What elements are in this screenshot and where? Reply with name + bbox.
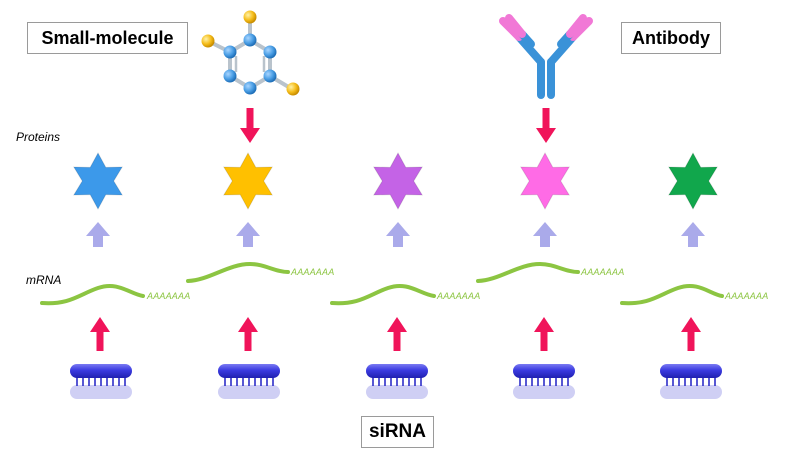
sirna-passenger-strand [218, 385, 280, 399]
sirna-guide-strand [513, 364, 575, 378]
sirna-passenger-strand [660, 385, 722, 399]
sirna-passenger-strand [366, 385, 428, 399]
sirna-label: siRNA [361, 416, 434, 448]
sirna-arrows [90, 317, 701, 351]
sirna-arrow [534, 317, 554, 351]
inhibition-arrow-antibody [536, 108, 556, 143]
sirna-arrow [238, 317, 258, 351]
translation-arrow [386, 222, 410, 247]
mrna-strand [330, 284, 436, 306]
sirna-guide-strand [218, 364, 280, 378]
sirna-duplex-icon [660, 364, 722, 399]
poly-a-tail: AAAAAAA [436, 291, 480, 301]
small-molecule-icon [201, 10, 300, 96]
mrna-row-label: mRNA [26, 273, 62, 287]
proteins-row-label: Proteins [16, 130, 61, 144]
protein-star-icon [372, 151, 424, 211]
poly-a-tail: AAAAAAA [290, 267, 334, 277]
mrna-strand [186, 261, 290, 283]
sirna-duplex-icon [513, 364, 575, 399]
protein-star-icon [519, 151, 571, 211]
translation-arrows [86, 222, 705, 247]
antibody-label: Antibody [621, 22, 721, 54]
translation-arrow [681, 222, 705, 247]
mrna-strand [476, 261, 580, 283]
sirna-guide-strand [70, 364, 132, 378]
poly-a-tail: AAAAAAA [146, 291, 190, 301]
protein-star-icon [72, 151, 124, 211]
sirna-arrow [90, 317, 110, 351]
translation-arrow [86, 222, 110, 247]
poly-a-tail: AAAAAAA [580, 267, 624, 277]
sirna-guide-strand [660, 364, 722, 378]
sirna-guide-strand [366, 364, 428, 378]
sirna-arrow [387, 317, 407, 351]
sirna-passenger-strand [513, 385, 575, 399]
sirna-passenger-strand [70, 385, 132, 399]
sirna-duplex-icon [366, 364, 428, 399]
mrna-strand [620, 284, 724, 306]
sirna-arrow [681, 317, 701, 351]
translation-arrow [236, 222, 260, 247]
mrna-strand [40, 284, 145, 306]
small-molecule-label: Small-molecule [27, 22, 188, 54]
inhibition-arrow-small-molecule [240, 108, 260, 143]
sirna-duplex-icon [70, 364, 132, 399]
mrna-strands [40, 261, 724, 306]
translation-arrow [533, 222, 557, 247]
protein-star-icon [222, 151, 274, 211]
sirna-duplex-icon [218, 364, 280, 399]
protein-star-icon [667, 151, 719, 211]
antibody-icon [499, 14, 593, 99]
poly-a-tail: AAAAAAA [724, 291, 768, 301]
